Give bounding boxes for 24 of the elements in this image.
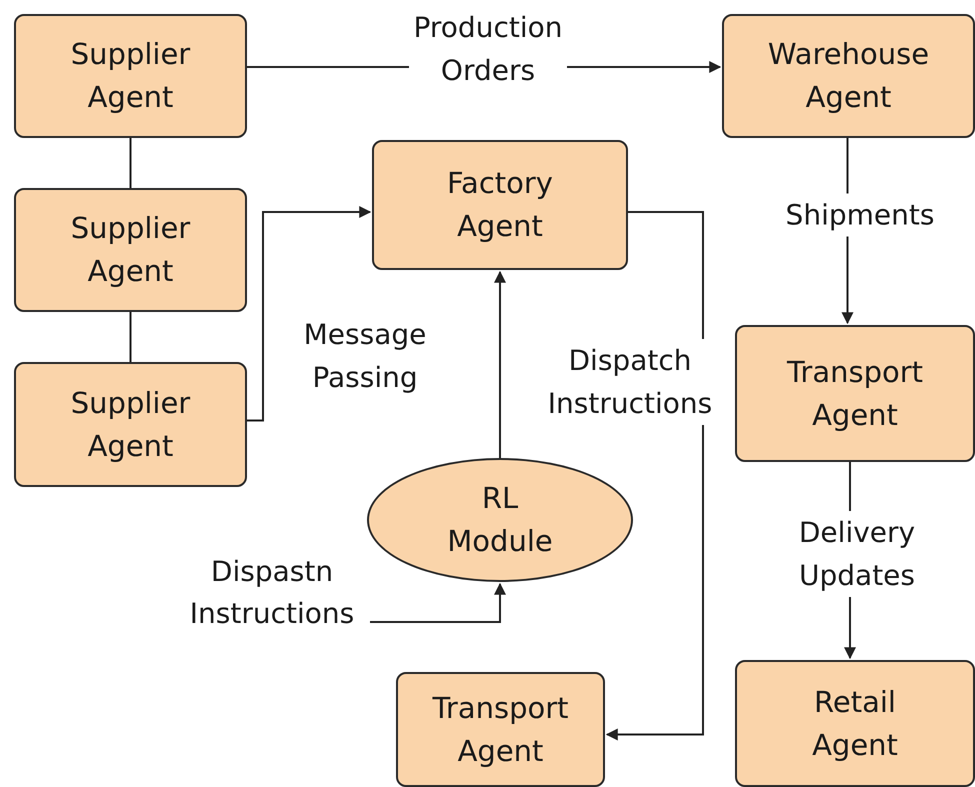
node-label: Supplier Agent: [70, 384, 192, 464]
node-label: Warehouse Agent: [766, 36, 930, 116]
node-label: Transport Agent: [786, 354, 924, 434]
arrow: [247, 206, 372, 422]
agent-box: [14, 14, 247, 138]
connector-line: [130, 312, 132, 362]
arrow: [370, 582, 506, 623]
node-label: Supplier Agent: [70, 210, 192, 290]
node-label: RL Module: [446, 480, 554, 560]
node-label: Dispastn Instructions: [188, 554, 356, 632]
agent-box: [14, 188, 247, 312]
node-label: Retail Agent: [811, 684, 899, 764]
agent-box: [396, 672, 605, 787]
agent-box: [372, 140, 628, 270]
annotation-text: Message Passing: [302, 317, 428, 396]
node-label: Transport Agent: [431, 690, 570, 770]
agent-box: [735, 660, 975, 787]
connector-line: [130, 138, 132, 188]
node-label: Factory Agent: [446, 165, 554, 245]
node-label: Supplier Agent: [70, 36, 192, 116]
agent-box: [735, 325, 975, 462]
agent-box: [722, 14, 975, 138]
agent-box: [14, 362, 247, 487]
arrow: [494, 270, 506, 458]
